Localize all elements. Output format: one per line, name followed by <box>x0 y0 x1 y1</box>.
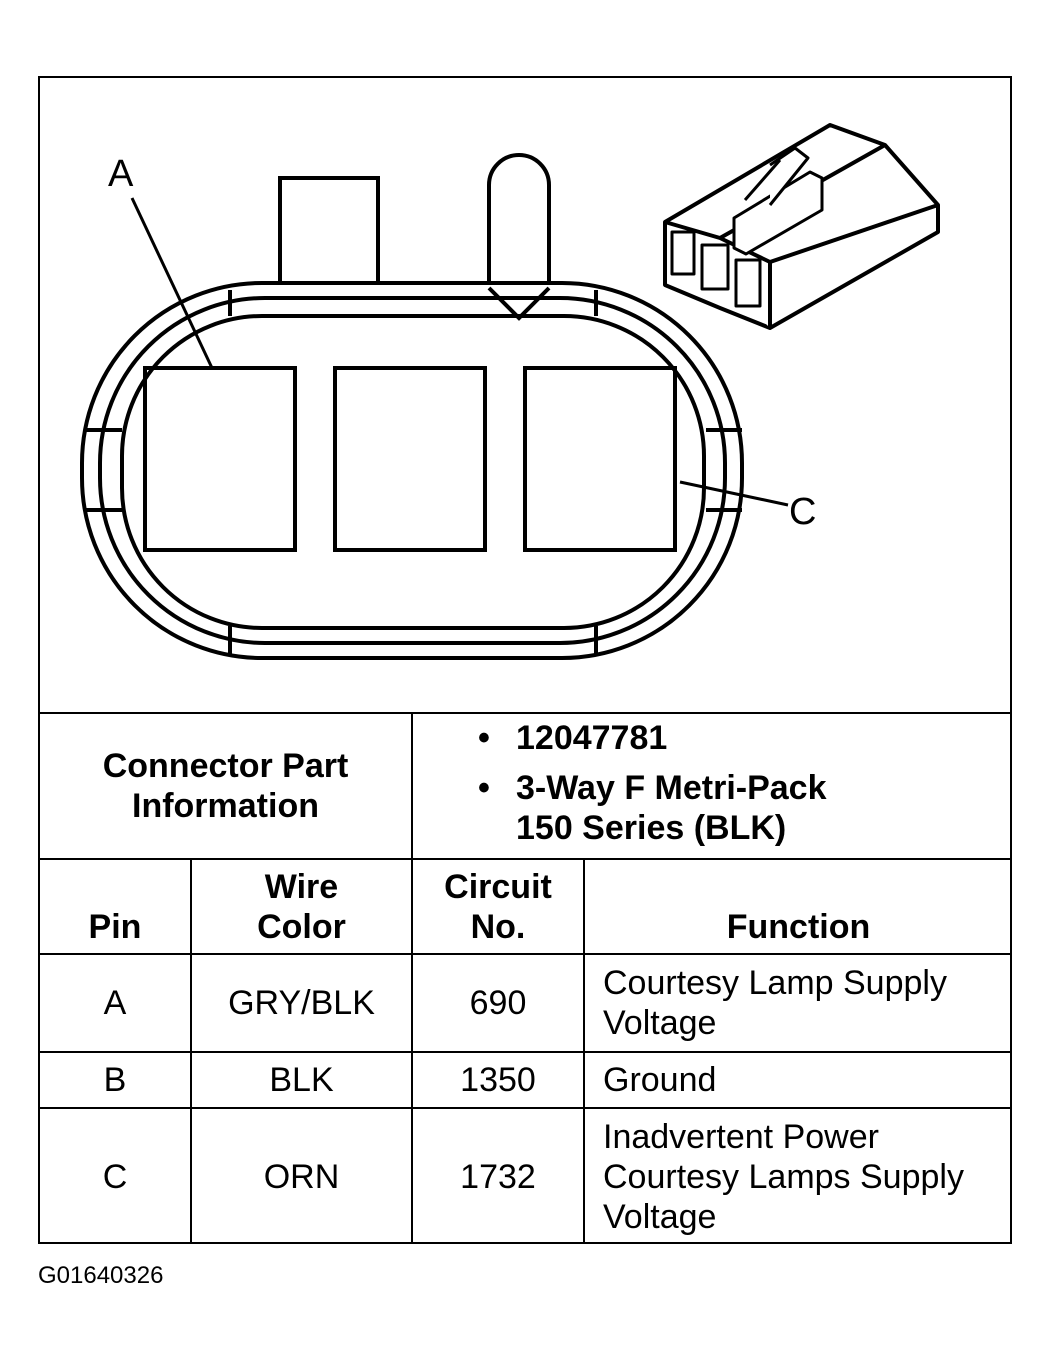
connector-body-inner <box>120 314 706 630</box>
part-info-list: •12047781 •3-Way F Metri-Pack 150 Series… <box>420 718 1000 858</box>
connector-latch-tab <box>487 153 551 288</box>
table-cell-wire-color: GRY/BLK <box>228 984 375 1022</box>
table-cell-circuit: 1350 <box>460 1061 536 1099</box>
connector-iso-view <box>663 123 940 330</box>
table-cell-pin: C <box>102 1157 128 1196</box>
table-cell-pin: A <box>103 984 127 1022</box>
part-description: 3-Way F Metri-Pack 150 Series (BLK) <box>516 769 827 847</box>
part-info-item: •3-Way F Metri-Pack 150 Series (BLK) <box>478 769 827 847</box>
header-pin: Pin <box>88 908 142 946</box>
table-cell-circuit: 1732 <box>460 1157 536 1196</box>
label-c: C <box>789 491 816 533</box>
header-function: Function <box>726 908 871 946</box>
table-cell-wire-color: BLK <box>269 1061 334 1099</box>
part-number: 12047781 <box>516 719 668 757</box>
cavity-c <box>523 366 677 552</box>
part-info-label: Connector Part Information <box>102 747 349 825</box>
part-info-item: •12047781 <box>478 719 668 757</box>
connector-body-rim <box>98 296 727 645</box>
table-cell-wire-color: ORN <box>263 1157 340 1196</box>
table-cell-function: Inadvertent Power Courtesy Lamps Supply … <box>603 1117 964 1236</box>
table-cell-function: Ground <box>603 1061 717 1099</box>
connector-body-outer <box>80 281 744 660</box>
table-cell-circuit: 690 <box>469 984 527 1022</box>
label-a: A <box>108 153 134 195</box>
table-cell-function: Courtesy Lamp Supply Voltage <box>603 964 947 1042</box>
table-cell-pin: B <box>103 1061 127 1099</box>
header-wire-color: Wire Color <box>257 867 346 946</box>
diagram-frame <box>38 76 1012 1244</box>
header-circuit-no: Circuit No. <box>444 867 552 946</box>
figure-id: G01640326 <box>38 1262 164 1289</box>
cavity-a <box>143 366 297 552</box>
cavity-b <box>333 366 487 552</box>
connector-diagram: A C <box>80 123 940 660</box>
